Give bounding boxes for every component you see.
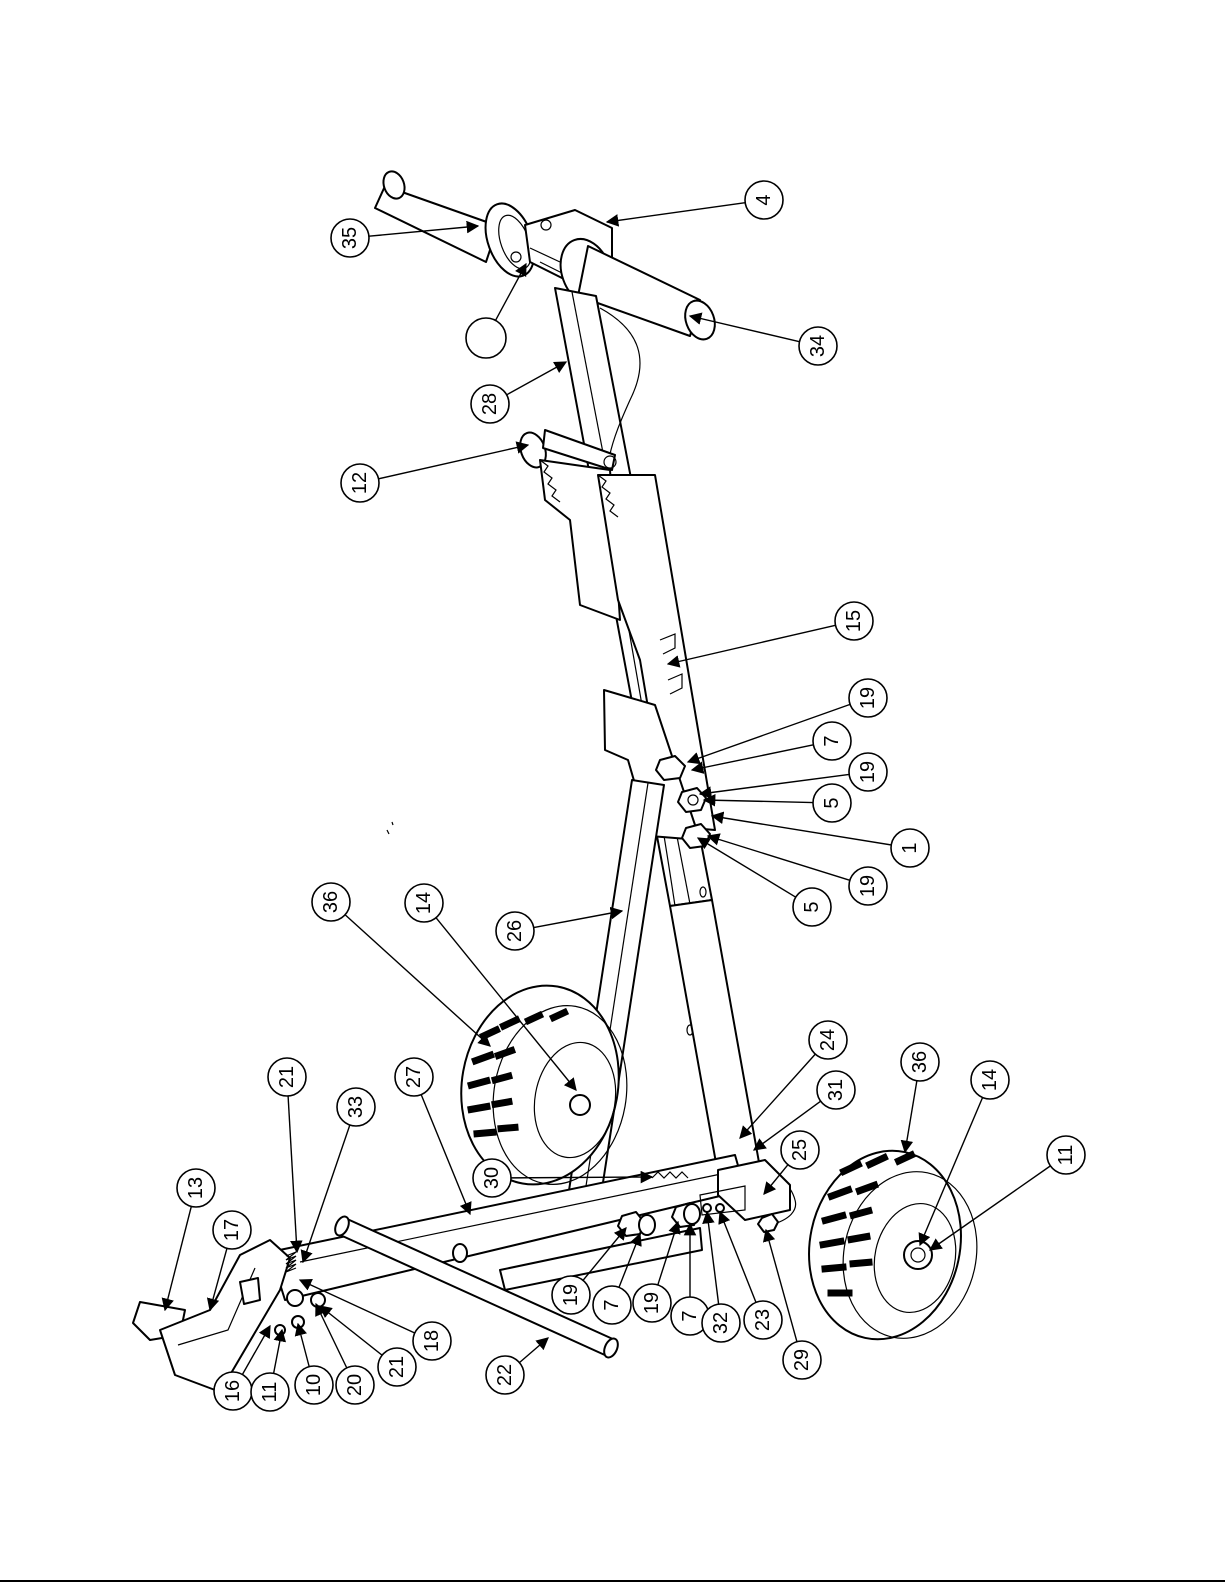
callout-12: 12: [341, 445, 528, 502]
callout-number: 19: [857, 761, 879, 783]
ratchet-assembly: [516, 429, 715, 830]
leader-line: [511, 1177, 652, 1178]
callout-26: 26: [496, 911, 622, 950]
callout-number: 19: [857, 875, 879, 897]
callout-number: 36: [320, 891, 342, 913]
callout-number: 29: [791, 1349, 813, 1371]
callout-number: 4: [753, 194, 775, 205]
leader-line: [607, 203, 745, 222]
callout-number: 35: [339, 227, 361, 249]
callout-number: 19: [560, 1284, 582, 1306]
callout-number: 11: [259, 1382, 281, 1403]
callout-number: 36: [909, 1051, 931, 1073]
leader-line: [507, 362, 566, 395]
leader-line: [345, 915, 490, 1046]
callout-number: 22: [494, 1364, 516, 1386]
callout-27: 27: [395, 1058, 470, 1214]
leader-line: [708, 836, 850, 880]
callout-number: 17: [221, 1219, 243, 1241]
callout-number: 19: [857, 687, 879, 709]
left-grip: [375, 168, 544, 283]
callout-36-b: 36: [901, 1043, 939, 1152]
callout-19-b: 19: [700, 753, 887, 794]
lower-mast-tube: [670, 900, 760, 1174]
callout-number: 5: [801, 901, 823, 912]
leader-line: [720, 1212, 756, 1302]
callout-number: 7: [821, 735, 843, 746]
callout-5-a: 5: [704, 784, 851, 822]
leader-line: [274, 1330, 282, 1373]
stray-mark: [387, 822, 393, 834]
callout-28: 28: [471, 362, 566, 423]
callout-21-a: 21: [268, 1058, 306, 1252]
callout-number: 23: [752, 1309, 774, 1331]
callout-number: 14: [413, 892, 435, 914]
callout-number: 7: [679, 1310, 701, 1321]
leader-line: [692, 745, 813, 770]
leader-line: [165, 1206, 191, 1310]
right-wheel: [792, 1136, 992, 1353]
leader-line: [288, 1096, 297, 1252]
callout-7-a: 7: [692, 722, 851, 770]
callout-36-a: 36: [312, 883, 490, 1046]
leader-line: [379, 445, 528, 479]
callout-number: 5: [821, 797, 843, 808]
callout-number: 19: [641, 1292, 663, 1314]
callout-15: 15: [668, 602, 873, 664]
leader-line: [316, 1304, 347, 1368]
callout-circle: [466, 318, 506, 358]
callout-25: 25: [764, 1131, 819, 1194]
callout-number: 34: [807, 335, 829, 357]
callout-10: 10: [295, 1324, 333, 1404]
callout-number: 21: [386, 1356, 408, 1378]
leader-line: [740, 1054, 815, 1138]
bottom-border-line: [0, 1580, 1225, 1582]
callout-number: 25: [789, 1139, 811, 1161]
callout-4: 4: [607, 181, 783, 222]
callout-number: 20: [344, 1374, 366, 1396]
leader-line: [905, 1081, 917, 1152]
callout-number: 21: [276, 1066, 298, 1088]
callout-1: 1: [712, 816, 929, 867]
callout-11-b: 11: [251, 1330, 289, 1411]
callout-number: 30: [481, 1167, 503, 1189]
callout-number: 18: [421, 1330, 443, 1352]
leader-line: [519, 1338, 548, 1363]
callout-number: 27: [403, 1066, 425, 1088]
callout-number: 14: [979, 1069, 1001, 1091]
callout-13: 13: [165, 1169, 215, 1310]
callout-32: 32: [702, 1212, 740, 1342]
foot-pedal-lever: [133, 1240, 290, 1390]
callout-number: 1: [899, 842, 921, 853]
leader-line: [707, 1212, 719, 1304]
callout-number: 12: [349, 472, 371, 494]
callout-number: 33: [345, 1096, 367, 1118]
callout-22: 22: [486, 1338, 548, 1394]
leader-line: [704, 800, 813, 803]
callout-number: 13: [185, 1177, 207, 1199]
callout-number: 32: [710, 1312, 732, 1334]
callout-number: 16: [222, 1380, 244, 1402]
callout-number: 26: [504, 920, 526, 942]
callout-number: 11: [1055, 1145, 1077, 1166]
callout-number: 15: [843, 610, 865, 632]
callout-blank: [466, 264, 526, 358]
callout-number: 24: [817, 1029, 839, 1051]
callout-5-b: 5: [698, 838, 831, 926]
callout-number: 10: [303, 1374, 325, 1396]
callout-number: 7: [601, 1299, 623, 1310]
leader-line: [698, 838, 796, 897]
leader-line: [712, 816, 891, 845]
callout-number: 31: [825, 1079, 847, 1101]
leader-line: [298, 1324, 309, 1367]
callout-number: 28: [479, 393, 501, 415]
leader-line: [668, 625, 835, 664]
